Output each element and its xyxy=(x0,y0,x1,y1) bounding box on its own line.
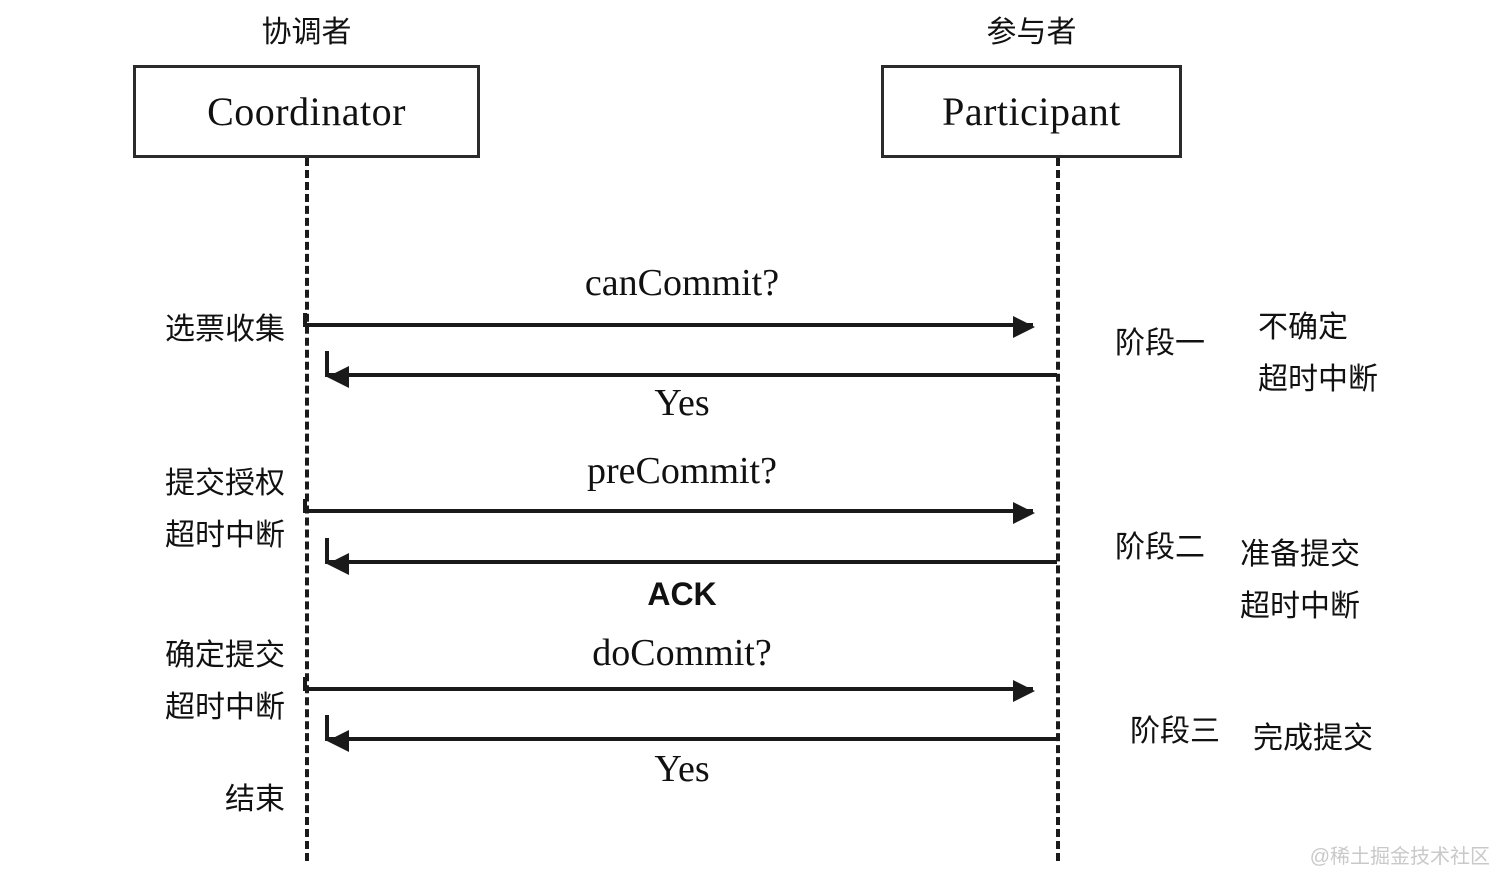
message-arrow-pre-commit xyxy=(303,499,1035,524)
arrowhead-right-icon xyxy=(1013,502,1035,524)
note-commit-authorization: 提交授权 xyxy=(165,467,285,500)
message-label-yes-2: Yes xyxy=(654,748,710,790)
arrowhead-right-icon xyxy=(1013,316,1035,338)
note-phase1-timeout-abort: 超时中断 xyxy=(1258,363,1378,396)
message-arrow-do-commit xyxy=(303,677,1035,702)
arrowhead-left-icon xyxy=(327,730,349,752)
phase-tag-one: 阶段一 xyxy=(1115,327,1205,360)
note-phase2-timeout-abort: 超时中断 xyxy=(1240,590,1360,623)
phase-tag-three: 阶段三 xyxy=(1130,715,1220,748)
note-phase2-prepare-commit: 准备提交 xyxy=(1240,538,1360,571)
note-phase3-complete-commit: 完成提交 xyxy=(1253,722,1373,755)
note-phase1-uncertain: 不确定 xyxy=(1258,311,1348,344)
note-confirm-commit: 确定提交 xyxy=(165,639,285,672)
arrowhead-left-icon xyxy=(327,553,349,575)
participant-label: Participant xyxy=(942,88,1121,134)
message-label-pre-commit: preCommit? xyxy=(587,450,777,492)
participant-box: Participant xyxy=(881,65,1182,158)
coordinator-caption: 协调者 xyxy=(261,16,352,49)
phase-tag-two: 阶段二 xyxy=(1115,531,1205,564)
arrowhead-left-icon xyxy=(327,366,349,388)
note-commit-auth-timeout-abort: 超时中断 xyxy=(165,519,285,552)
note-vote-collection: 选票收集 xyxy=(165,313,285,346)
message-label-do-commit: doCommit? xyxy=(592,632,772,674)
message-arrow-yes-1 xyxy=(325,351,1057,388)
message-arrow-ack xyxy=(325,538,1057,575)
participant-lifeline xyxy=(1056,158,1060,861)
note-finish: 结束 xyxy=(225,783,285,816)
coordinator-box: Coordinator xyxy=(133,65,480,158)
message-label-ack: ACK xyxy=(647,576,717,612)
message-arrow-yes-2 xyxy=(325,715,1057,752)
watermark: @稀土掘金技术社区 xyxy=(1309,846,1490,868)
message-arrow-can-commit xyxy=(303,313,1035,338)
note-confirm-commit-timeout-abort: 超时中断 xyxy=(165,691,285,724)
message-label-can-commit: canCommit? xyxy=(584,262,780,304)
coordinator-label: Coordinator xyxy=(207,88,406,134)
message-label-yes-1: Yes xyxy=(654,382,710,424)
arrowhead-right-icon xyxy=(1013,680,1035,702)
participant-caption: 参与者 xyxy=(986,16,1077,49)
